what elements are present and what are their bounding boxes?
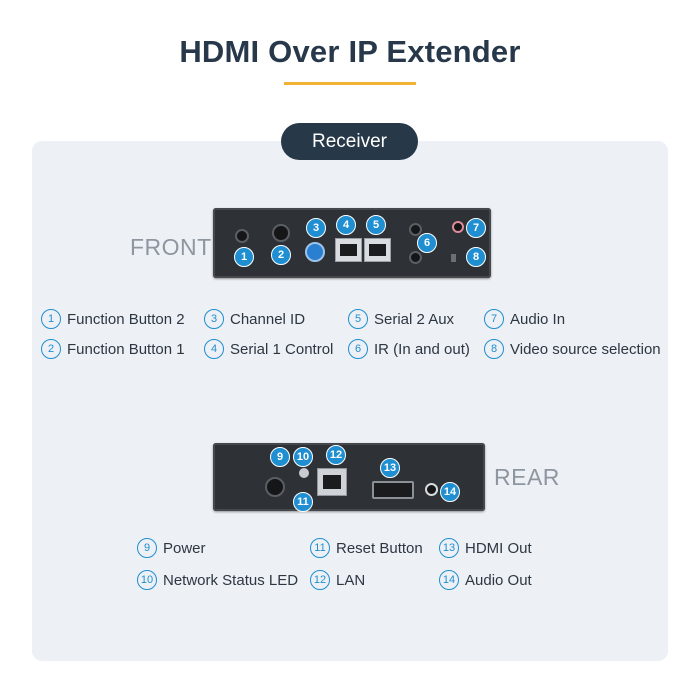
legend-text-10: Network Status LED <box>163 571 299 589</box>
rear-badge-12: 12 <box>326 445 346 465</box>
receiver-rear-panel <box>213 443 485 511</box>
legend-item-4: 4 Serial 1 Control <box>204 338 333 360</box>
function-button-1 <box>272 224 290 242</box>
legend-item-7: 7 Audio In <box>484 308 565 330</box>
serial-2-port <box>364 238 391 262</box>
rear-badge-11: 11 <box>293 492 313 512</box>
ir-port-upper <box>409 223 422 236</box>
legend-number-10: 10 <box>137 570 157 590</box>
legend-item-2: 2 Function Button 1 <box>41 338 185 360</box>
title-underline <box>284 82 416 85</box>
front-badge-6: 6 <box>417 233 437 253</box>
video-source-switch <box>451 254 456 262</box>
legend-item-10: 10 Network Status LED <box>137 569 298 591</box>
ir-port-lower <box>409 251 422 264</box>
legend-text-13: HDMI Out <box>465 539 532 557</box>
audio-out-jack <box>425 483 438 496</box>
legend-number-4: 4 <box>204 339 224 359</box>
rear-badge-10: 10 <box>293 447 313 467</box>
power-jack <box>265 477 285 497</box>
legend-item-3: 3 Channel ID <box>204 308 305 330</box>
legend-item-11: 11 Reset Button <box>310 537 423 559</box>
legend-text-3: Channel ID <box>230 310 306 328</box>
legend-number-2: 2 <box>41 339 61 359</box>
legend-number-14: 14 <box>439 570 459 590</box>
legend-number-7: 7 <box>484 309 504 329</box>
rear-badge-9: 9 <box>270 447 290 467</box>
legend-text-1: Function Button 2 <box>67 310 185 328</box>
legend-item-6: 6 IR (In and out) <box>348 338 470 360</box>
legend-item-5: 5 Serial 2 Aux <box>348 308 454 330</box>
network-status-led <box>299 468 309 478</box>
legend-text-2: Function Button 1 <box>67 340 185 358</box>
rear-badge-13: 13 <box>380 458 400 478</box>
legend-item-8: 8 Video source selection <box>484 338 661 360</box>
legend-number-9: 9 <box>137 538 157 558</box>
front-badge-2: 2 <box>271 245 291 265</box>
serial-1-port <box>335 238 362 262</box>
front-label: FRONT <box>130 234 212 260</box>
front-badge-8: 8 <box>466 247 486 267</box>
legend-item-9: 9 Power <box>137 537 206 559</box>
legend-text-11: Reset Button <box>336 539 423 557</box>
legend-text-12: LAN <box>336 571 366 589</box>
legend-number-12: 12 <box>310 570 330 590</box>
function-button-2 <box>235 229 249 243</box>
legend-text-14: Audio Out <box>465 571 532 589</box>
front-badge-3: 3 <box>306 218 326 238</box>
front-badge-5: 5 <box>366 215 386 235</box>
legend-number-3: 3 <box>204 309 224 329</box>
audio-in-jack <box>452 221 464 233</box>
legend-number-8: 8 <box>484 339 504 359</box>
legend-number-5: 5 <box>348 309 368 329</box>
legend-text-9: Power <box>163 539 206 557</box>
legend-number-13: 13 <box>439 538 459 558</box>
legend-text-4: Serial 1 Control <box>230 340 334 358</box>
legend-number-1: 1 <box>41 309 61 329</box>
legend-text-6: IR (In and out) <box>374 340 470 358</box>
legend-item-14: 14 Audio Out <box>439 569 532 591</box>
hdmi-port <box>372 481 414 499</box>
legend-number-11: 11 <box>310 538 330 558</box>
rear-badge-14: 14 <box>440 482 460 502</box>
legend-item-1: 1 Function Button 2 <box>41 308 185 330</box>
section-label-receiver: Receiver <box>281 123 418 160</box>
legend-item-13: 13 HDMI Out <box>439 537 532 559</box>
lan-port <box>317 468 347 496</box>
front-badge-4: 4 <box>336 215 356 235</box>
legend-text-8: Video source selection <box>510 340 661 358</box>
front-badge-7: 7 <box>466 218 486 238</box>
legend-number-6: 6 <box>348 339 368 359</box>
legend-item-12: 12 LAN <box>310 569 365 591</box>
legend-text-5: Serial 2 Aux <box>374 310 455 328</box>
front-badge-1: 1 <box>234 247 254 267</box>
page-title: HDMI Over IP Extender <box>179 34 521 69</box>
channel-id-dial <box>305 242 325 262</box>
legend-text-7: Audio In <box>510 310 566 328</box>
rear-label: REAR <box>494 464 560 490</box>
